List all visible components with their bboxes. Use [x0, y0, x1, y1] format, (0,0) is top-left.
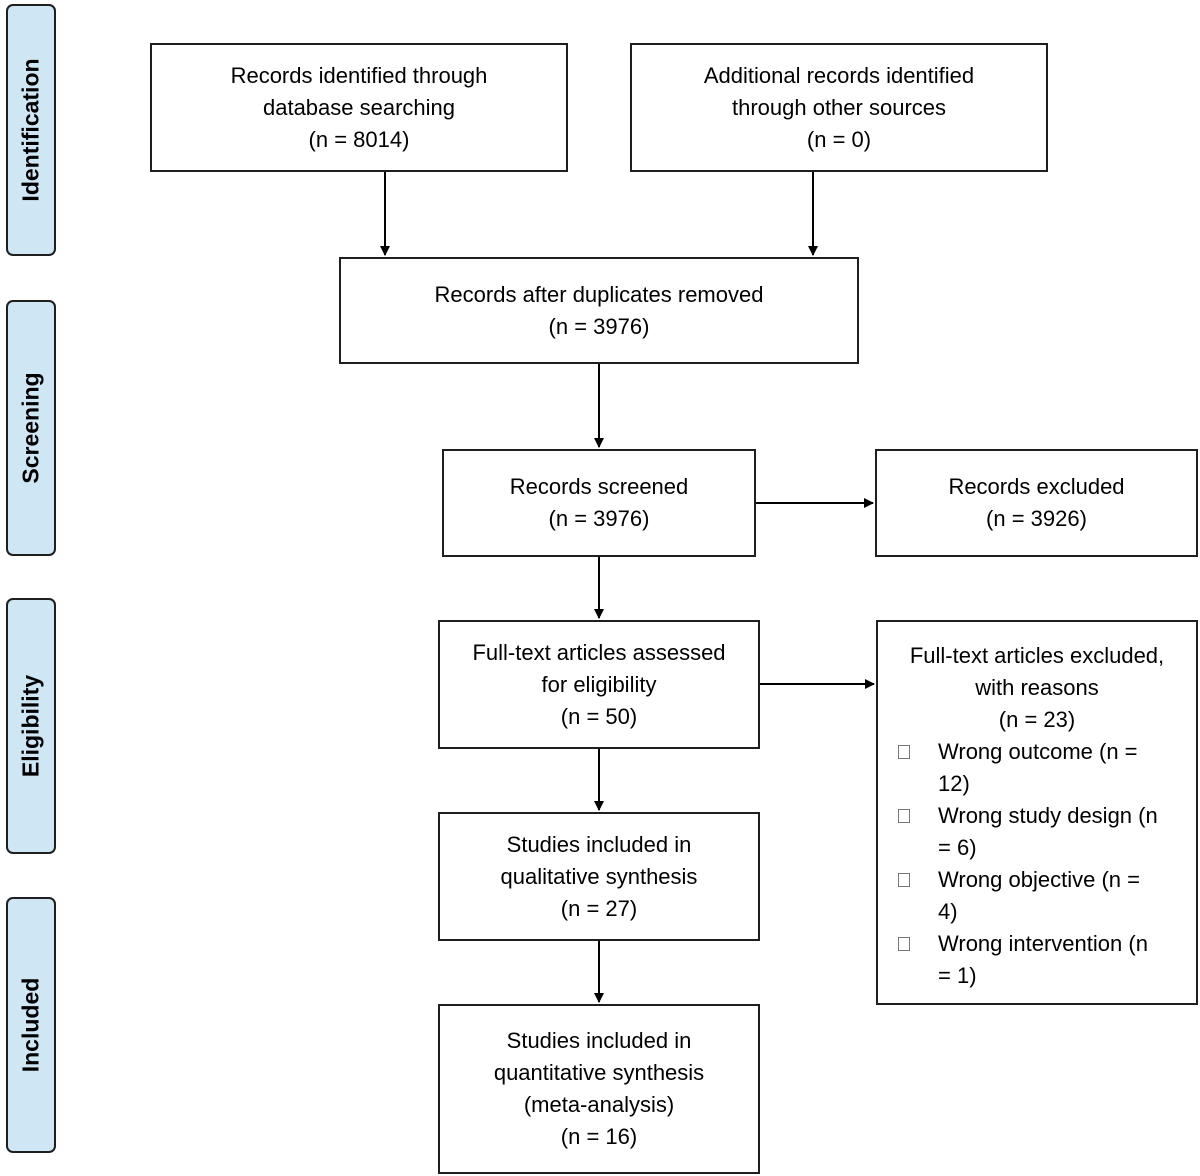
reason-line: Wrong study design (n — [938, 803, 1158, 828]
reason-line: Wrong objective (n = — [938, 867, 1140, 892]
checkbox-bullet-icon — [898, 745, 910, 759]
stage-identification: Identification — [6, 4, 56, 256]
box-line: Studies included in — [506, 831, 692, 857]
fulltext-assessed-box: Full-text articles assessed for eligibil… — [438, 620, 760, 749]
box-line: (n = 3976) — [548, 313, 650, 339]
box-line: with reasons — [975, 675, 1099, 700]
box-line: database searching — [262, 94, 456, 120]
box-line: (n = 8014) — [308, 126, 410, 152]
records-excluded-box: Records excluded (n = 3926) — [875, 449, 1198, 557]
stage-included: Included — [6, 897, 56, 1153]
box-line: (n = 50) — [560, 703, 638, 729]
stage-screening: Screening — [6, 300, 56, 556]
reason-line: Wrong intervention (n — [938, 931, 1148, 956]
fulltext-excluded-box: Full-text articles excluded, with reason… — [876, 620, 1198, 1005]
box-line: (n = 3976) — [548, 506, 650, 531]
box-line: (n = 23) — [998, 707, 1076, 732]
checkbox-bullet-icon — [898, 937, 910, 951]
duplicates-removed-box: Records after duplicates removed (n = 39… — [339, 257, 859, 364]
reason-line: 12) — [938, 771, 970, 796]
box-line: Records excluded — [948, 474, 1125, 499]
box-line: Full-text articles assessed — [472, 639, 726, 665]
box-line: Records after duplicates removed — [434, 281, 764, 307]
reason-line: 4) — [938, 899, 958, 924]
box-line: (n = 3926) — [986, 506, 1087, 531]
exclusion-reason: Wrong outcome (n = 12) — [878, 736, 1196, 800]
exclusion-reasons-list: Wrong outcome (n = 12) Wrong study desig… — [878, 736, 1196, 992]
box-line: for eligibility — [541, 671, 657, 697]
box-line: (meta-analysis) — [523, 1092, 675, 1117]
box-line: (n = 0) — [806, 126, 872, 152]
stage-eligibility: Eligibility — [6, 598, 56, 854]
box-line: Studies included in — [506, 1028, 692, 1053]
reason-line: Wrong outcome (n = — [938, 739, 1138, 764]
exclusion-reason: Wrong objective (n = 4) — [878, 864, 1196, 928]
box-line: (n = 16) — [560, 1124, 638, 1149]
box-line: Records identified through — [230, 62, 488, 88]
other-sources-box: Additional records identified through ot… — [630, 43, 1048, 172]
box-line: (n = 27) — [560, 895, 638, 921]
box-line: qualitative synthesis — [500, 863, 698, 889]
checkbox-bullet-icon — [898, 873, 910, 887]
quantitative-synthesis-box: Studies included in quantitative synthes… — [438, 1004, 760, 1174]
reason-line: = 1) — [938, 963, 977, 988]
box-line: quantitative synthesis — [493, 1060, 705, 1085]
box-line: Records screened — [509, 474, 689, 499]
box-line: Additional records identified — [703, 62, 975, 88]
database-search-box: Records identified through database sear… — [150, 43, 568, 172]
reason-line: = 6) — [938, 835, 977, 860]
box-line: Full-text articles excluded, — [909, 643, 1165, 668]
records-screened-box: Records screened (n = 3976) — [442, 449, 756, 557]
exclusion-reason: Wrong intervention (n = 1) — [878, 928, 1196, 992]
checkbox-bullet-icon — [898, 809, 910, 823]
box-line: through other sources — [731, 94, 947, 120]
exclusion-reason: Wrong study design (n = 6) — [878, 800, 1196, 864]
qualitative-synthesis-box: Studies included in qualitative synthesi… — [438, 812, 760, 941]
